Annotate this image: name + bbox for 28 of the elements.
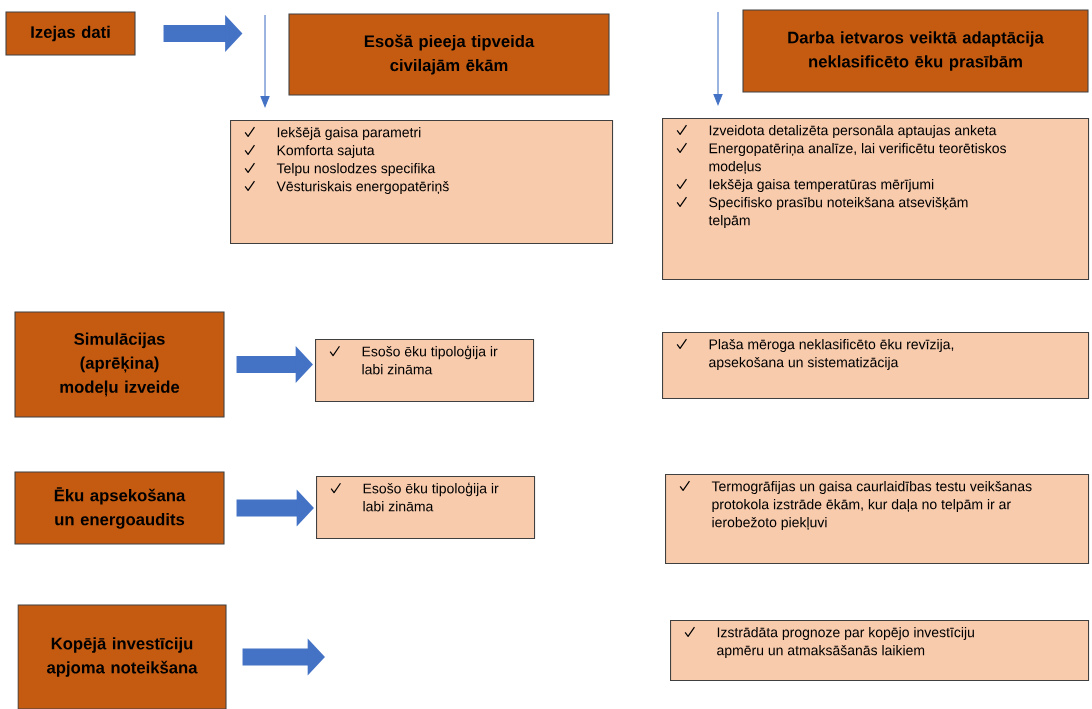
list-item: Specifisko prasību noteikšana atsevišķām telpām (708, 196, 968, 229)
list-item: Izveidota detalizēta personāla aptaujas anketa (709, 125, 997, 139)
list-item: Iekšējā gaisa parametri (277, 126, 421, 141)
list-item: Plaša mēroga neklasificēto ēku revīzija, apsekošana un sistematizācija (709, 338, 954, 371)
list-item: Iekšēja gaisa temperatūras mērījumi (709, 178, 934, 193)
checklist-box (662, 332, 1090, 400)
arrow (260, 14, 270, 108)
heading-box: Izejas dati (5, 11, 136, 56)
checklist-box (665, 474, 1090, 565)
list-item: Termogrāfijas un gaisa caurlaidības testu veikšanas protokola izstrāde ēkām, kur daļa no telpām ir ar ierobežoto piekļuvi (711, 480, 1032, 531)
heading-box: Ēku apsekošana un energoaudits (14, 471, 225, 545)
checklist-box (316, 476, 536, 540)
heading-box: Simulācijas (aprēķina) modeļu izveide (14, 311, 225, 418)
checklist-box (670, 620, 1090, 682)
list-item: Esošo ēku tipoloģija ir labi zināma (362, 345, 498, 375)
list-item: Telpu noslodzes specifika (276, 163, 436, 177)
checklist-box (230, 120, 614, 245)
heading-box: Esošā pieeja tipveida civilajām ēkām (288, 13, 610, 96)
heading-box: Kopējā investīciju apjoma noteikšana (17, 604, 227, 709)
checklist-box (315, 339, 535, 403)
list-item: Esošo ēku tipoloģija ir labi zināma (363, 482, 499, 512)
list-item: Izstrādāta prognoze par kopējo investīciju apmēru un atmaksāšanās laikiem (717, 627, 974, 659)
arrow (713, 11, 723, 106)
list-item: Vēsturiskais energopatēriņš (276, 180, 449, 195)
heading-box: Darba ietvaros veiktā adaptācija neklasificēto ēku prasībām (742, 9, 1089, 93)
list-item: Komforta sajuta (277, 145, 375, 159)
list-item: Energopatēriņa analīze, lai verificētu teorētiskos modeļus (709, 143, 1006, 175)
checklist-box (662, 118, 1090, 281)
